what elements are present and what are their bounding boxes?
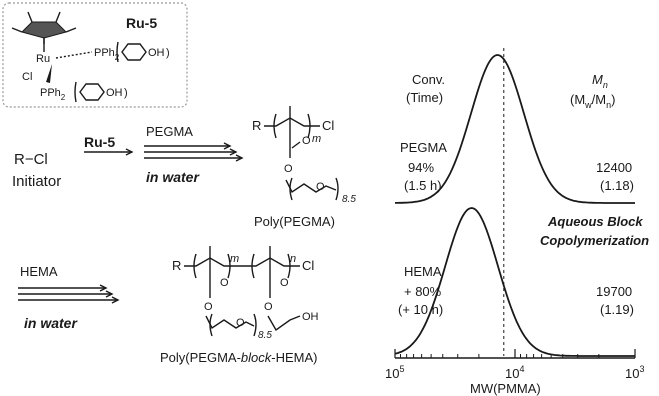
- svg-text:Cl: Cl: [322, 118, 334, 133]
- gpc-trace-hema: [394, 207, 635, 357]
- step1-condition: in water: [146, 169, 200, 185]
- ru-p-dashed-bond: [55, 51, 93, 59]
- series-2-disp: (1.19): [600, 302, 634, 317]
- block-copolymer-structure: R m n Cl O O O O O 8.5 OH: [172, 246, 319, 341]
- series-2-conv: + 80%: [404, 284, 442, 299]
- series-1-name: PEGMA: [400, 140, 447, 155]
- gpc-chart: Conv. (Time) Mn (Mw/Mn) PEGMA 94% (1.5 h…: [385, 48, 649, 396]
- svg-text:O: O: [316, 181, 325, 193]
- step2-multi-arrow: [18, 284, 120, 304]
- svg-text:O: O: [264, 301, 273, 313]
- svg-text:n: n: [290, 253, 296, 265]
- annotation-line-1: Aqueous Block: [547, 214, 643, 229]
- phenol-ring-bottom: OH ): [74, 81, 128, 103]
- header-mn: Mn: [592, 72, 608, 90]
- annotation-line-2: Copolymerization: [540, 233, 649, 248]
- block-copolymer-caption: Poly(PEGMA-block-HEMA): [160, 350, 317, 365]
- svg-text:): ): [166, 47, 170, 59]
- series-2-time: (+ 10 h): [398, 302, 443, 317]
- catalyst-panel: Ru-5 Ru PPh2 OH ) Cl PPh2 OH ): [2, 2, 188, 108]
- ruthenium-label: Ru: [36, 53, 50, 65]
- pph2-top-label: PPh2: [94, 47, 120, 62]
- series-2-mn: 19700: [596, 284, 632, 299]
- series-1-disp: (1.18): [600, 178, 634, 193]
- svg-text:m: m: [230, 253, 239, 265]
- svg-text:R: R: [252, 118, 261, 133]
- series-1-conv: 94%: [408, 160, 434, 175]
- svg-text:OH: OH: [106, 87, 123, 99]
- initiator-caption: Initiator: [12, 173, 61, 190]
- step1-monomer-label: PEGMA: [146, 124, 193, 139]
- step1-multi-arrow: [144, 142, 244, 162]
- series-1-mn: 12400: [596, 160, 632, 175]
- svg-text:OH: OH: [302, 311, 319, 323]
- svg-text:O: O: [236, 317, 245, 329]
- ru-p-wedge-bond: [46, 64, 52, 83]
- initiator-formula: R−Cl: [14, 151, 48, 168]
- svg-text:O: O: [220, 277, 229, 289]
- step1-catalyst-label: Ru-5: [84, 134, 115, 150]
- svg-text:O: O: [204, 301, 213, 313]
- svg-text:8.5: 8.5: [342, 194, 356, 205]
- header-time: (Time): [406, 90, 443, 105]
- pph2-bottom-label: PPh2: [40, 87, 66, 102]
- catalyst-name: Ru-5: [126, 15, 157, 31]
- header-conv: Conv.: [412, 72, 445, 87]
- x-tick-label: 105: [385, 364, 404, 381]
- svg-text:Cl: Cl: [302, 258, 314, 273]
- series-2-name: HEMA: [404, 264, 442, 279]
- x-tick-label: 104: [505, 364, 524, 381]
- step2-condition: in water: [24, 315, 78, 331]
- step2-monomer-label: HEMA: [20, 264, 58, 279]
- chloride-ligand: Cl: [22, 71, 32, 83]
- x-tick-label: 103: [625, 364, 644, 381]
- header-dispersity: (Mw/Mn): [570, 92, 615, 110]
- svg-text:O: O: [302, 135, 311, 147]
- poly-pegma-caption: Poly(PEGMA): [254, 214, 335, 229]
- svg-text:m: m: [312, 133, 321, 145]
- svg-text:O: O: [280, 277, 289, 289]
- x-axis-label: MW(PMMA): [470, 381, 541, 396]
- phenol-ring-top: OH ): [116, 41, 170, 63]
- catalyst-box: [2, 2, 188, 108]
- cp-star-ring: [11, 11, 77, 52]
- gpc-trace-pegma: [395, 54, 635, 204]
- step1-reaction: R−Cl Initiator Ru-5 PEGMA in water R m C…: [12, 106, 356, 229]
- svg-text:O: O: [284, 163, 293, 175]
- svg-text:OH: OH: [148, 47, 165, 59]
- series-1-time: (1.5 h): [404, 178, 442, 193]
- step2-reaction: HEMA in water R m n Cl O O O O: [18, 246, 319, 365]
- poly-pegma-structure: R m Cl O O O 8.5: [252, 106, 356, 205]
- svg-text:R: R: [172, 258, 181, 273]
- svg-text:): ): [124, 87, 128, 99]
- svg-text:8.5: 8.5: [258, 330, 272, 341]
